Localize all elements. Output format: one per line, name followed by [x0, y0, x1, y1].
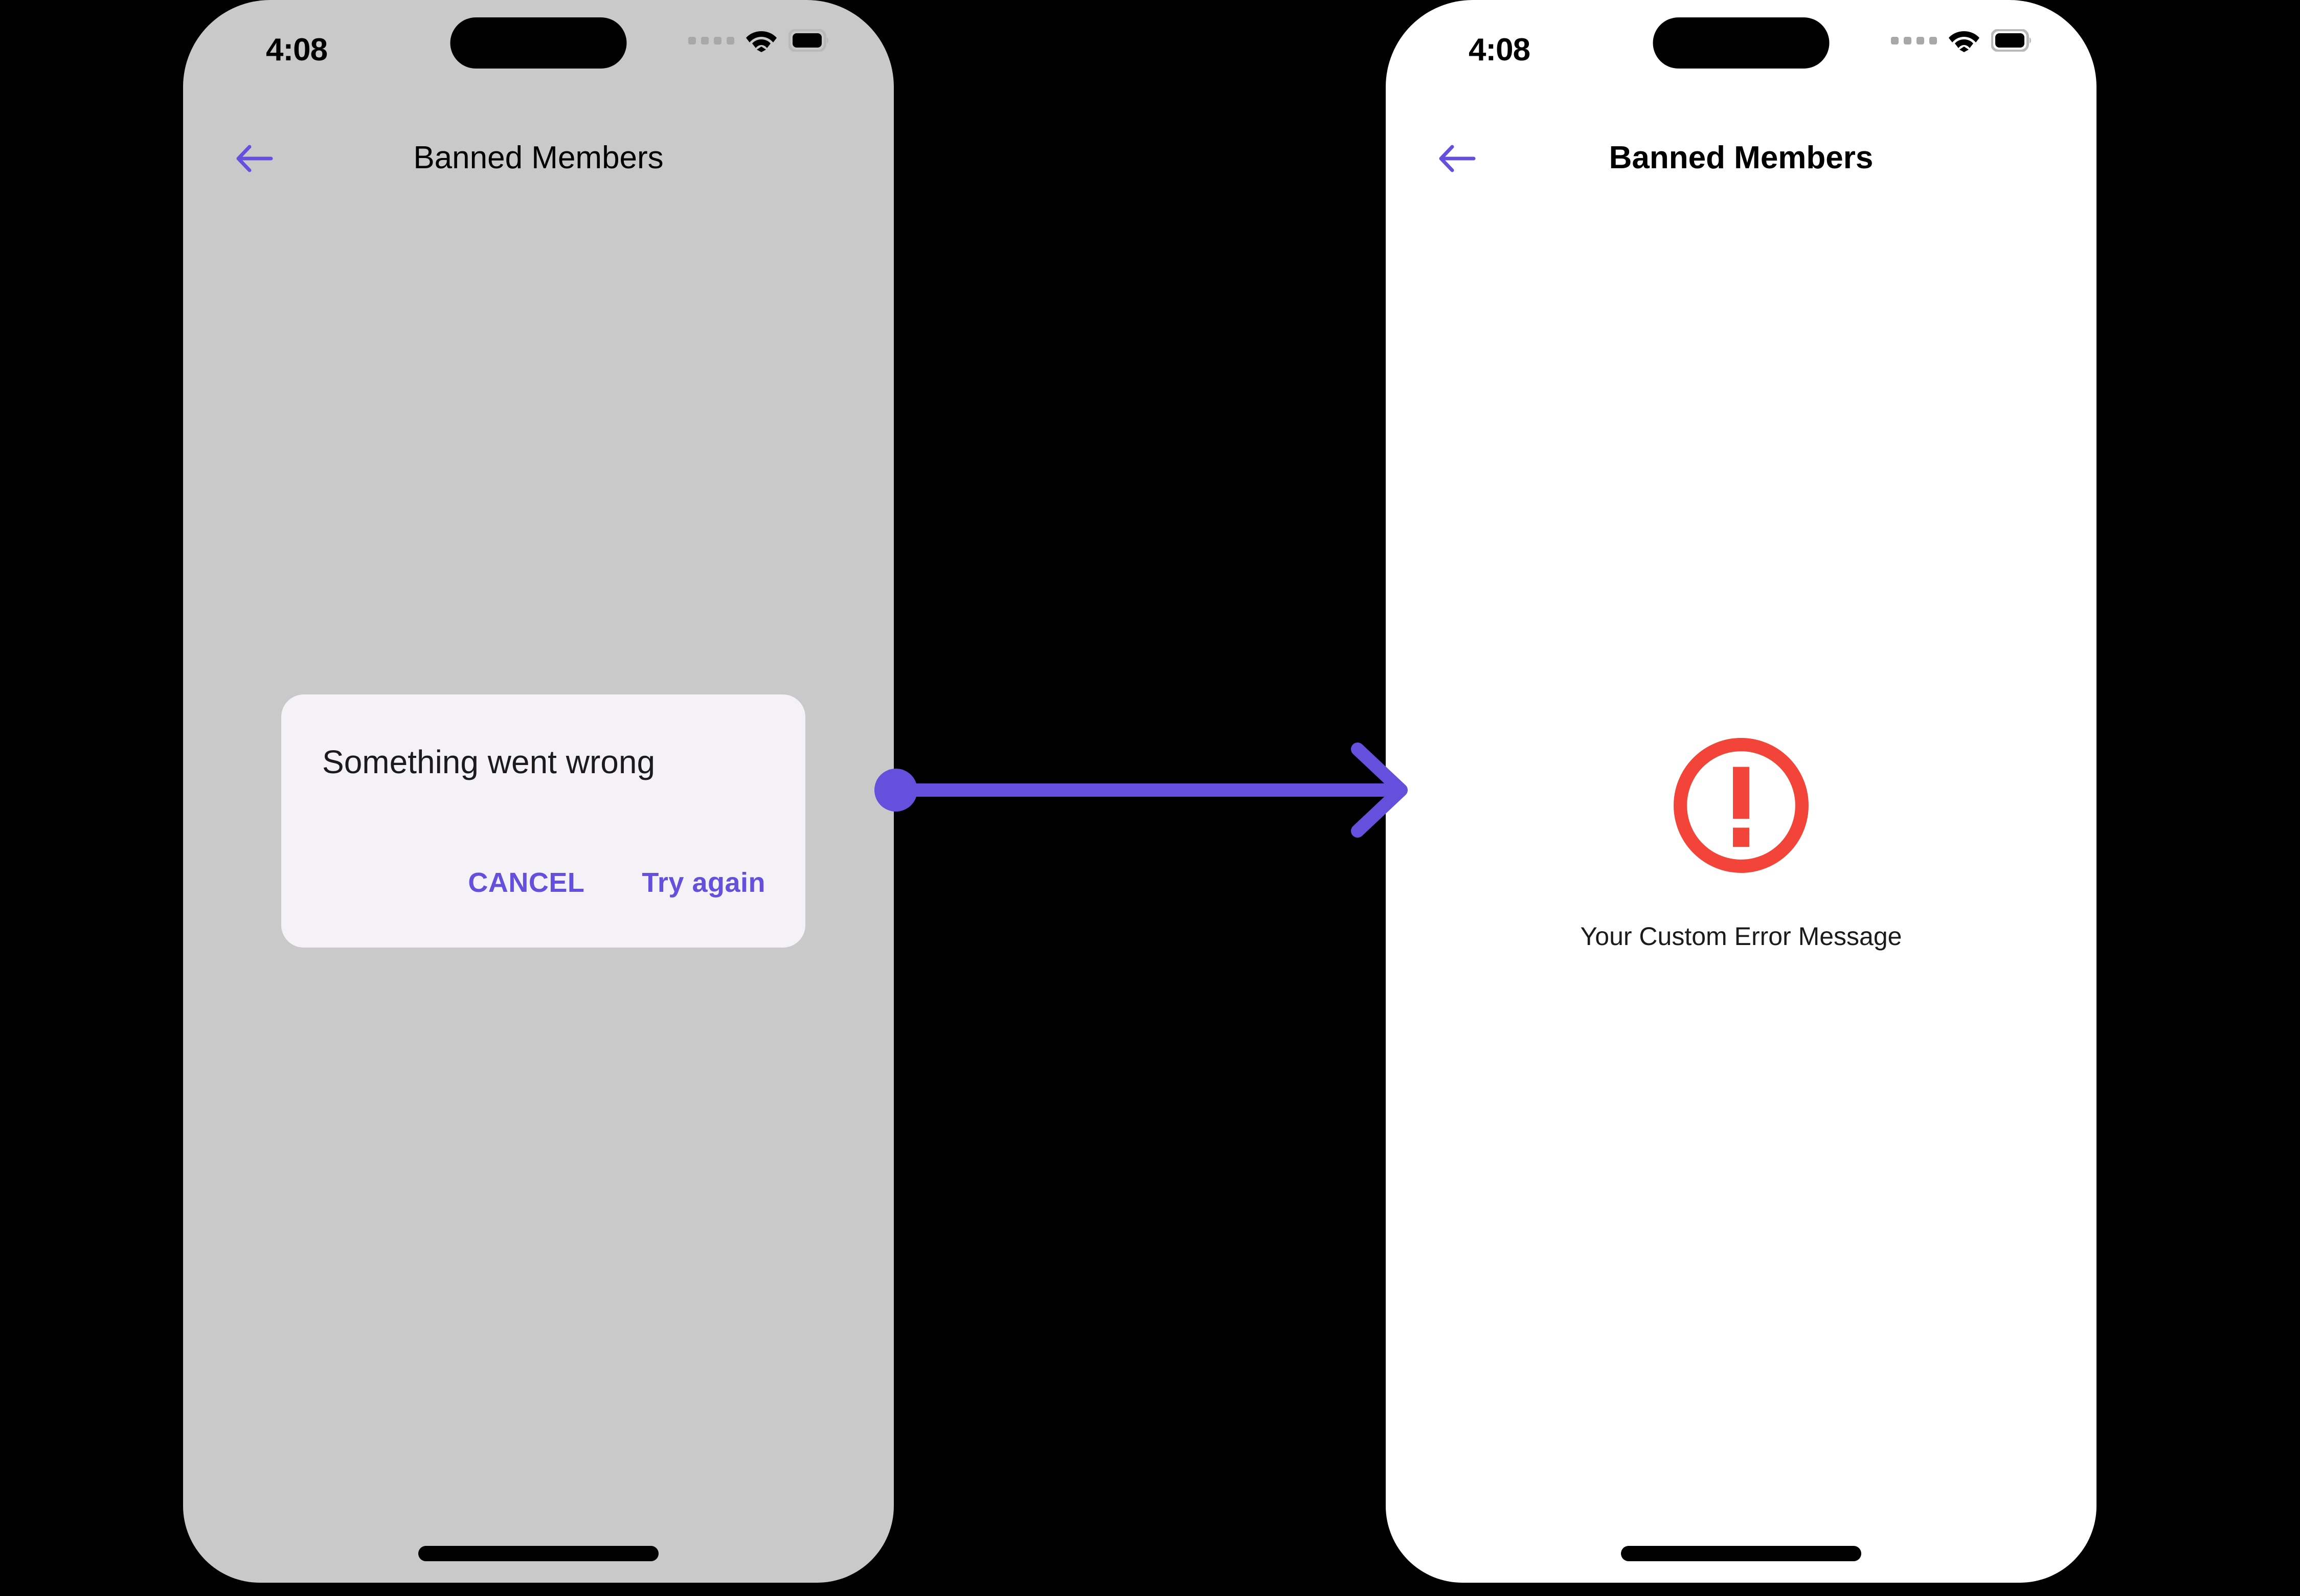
battery-full-icon: [1991, 29, 2031, 52]
cancel-button[interactable]: CANCEL: [468, 867, 585, 898]
phone-frame-before: 4:08 Banned Members Something went wrong: [183, 0, 894, 1583]
home-indicator[interactable]: [418, 1546, 659, 1561]
dynamic-island: [1653, 17, 1830, 69]
status-bar-indicators: [688, 29, 829, 52]
signal-dots-icon: [688, 36, 734, 44]
status-bar-clock: 4:08: [1469, 32, 1530, 68]
status-bar: 4:08: [183, 0, 894, 82]
status-bar-indicators: [1891, 29, 2032, 52]
wifi-icon: [746, 31, 777, 52]
connector-arrowhead: [1351, 743, 1408, 838]
try-again-button[interactable]: Try again: [642, 867, 765, 898]
back-button[interactable]: [232, 137, 276, 181]
error-dialog: Something went wrong CANCEL Try again: [281, 694, 805, 948]
error-exclamation-circle-icon: [1674, 738, 1809, 873]
battery-full-icon: [788, 29, 828, 52]
status-bar: 4:08: [1386, 0, 2096, 82]
phone-frame-after: 4:08 Banned Members: [1386, 0, 2096, 1583]
back-button[interactable]: [1435, 137, 1479, 181]
wifi-icon: [1949, 31, 1979, 52]
arrow-left-icon: [1439, 145, 1476, 172]
dialog-actions: CANCEL Try again: [468, 867, 765, 898]
dialog-title: Something went wrong: [322, 744, 656, 780]
error-state: Your Custom Error Message: [1386, 731, 2096, 951]
status-bar-clock: 4:08: [266, 32, 328, 68]
page-title: Banned Members: [413, 140, 664, 175]
page-title: Banned Members: [1609, 140, 1874, 175]
dynamic-island: [450, 17, 627, 69]
home-indicator[interactable]: [1621, 1546, 1861, 1561]
nav-bar-after: Banned Members: [1386, 130, 2096, 192]
nav-bar-before: Banned Members: [183, 130, 894, 192]
arrow-right-connector: [874, 743, 1408, 838]
arrow-left-icon: [236, 145, 273, 172]
signal-dots-icon: [1891, 36, 1937, 44]
error-message: Your Custom Error Message: [1580, 922, 1902, 951]
